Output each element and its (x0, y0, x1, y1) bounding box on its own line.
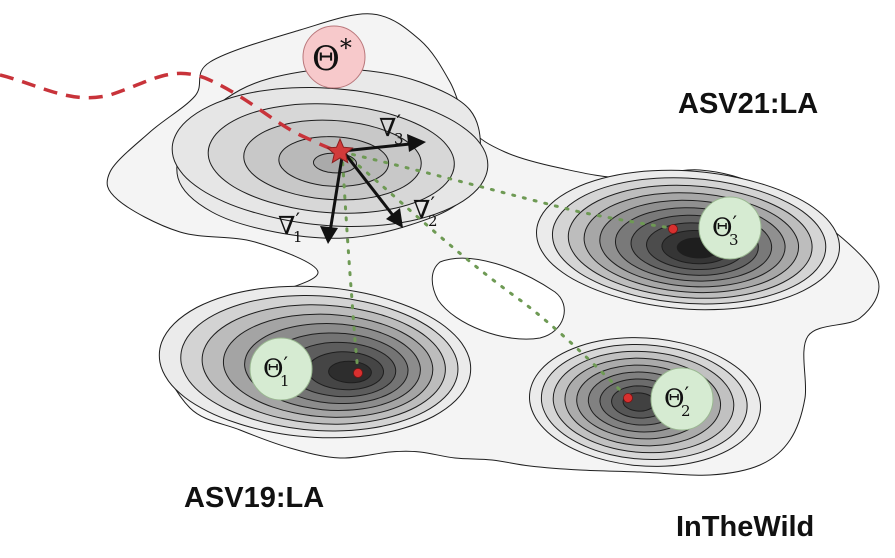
theta2-subscript: 2 (681, 402, 691, 420)
optimization-trajectory (0, 71, 341, 154)
gradient-arrows (328, 142, 411, 233)
grad2-prime: ′ (430, 192, 435, 216)
theta3-subscript: 3 (729, 231, 739, 249)
local-optimum-node-3: Θ′3 (698, 196, 762, 260)
minimum-dot-2 (623, 393, 633, 403)
gradient-arrow-1 (328, 150, 345, 233)
dotted-path-to-theta1 (340, 150, 360, 374)
gradient-arrowheads (320, 134, 426, 244)
arrowhead-2 (386, 208, 403, 228)
minimum-dot-1 (353, 368, 363, 378)
theta3-symbol: Θ (712, 213, 733, 242)
arrowhead-3 (407, 134, 426, 152)
dotted-paths (340, 150, 674, 400)
theta1-subscript: 1 (280, 372, 290, 390)
dataset-label-asv21: ASV21:LA (678, 88, 818, 120)
gradient-label-3: ∇′3 (379, 110, 404, 148)
grad1-prime: ′ (295, 208, 300, 232)
grad1-nabla: ∇ (278, 211, 295, 240)
grad1-subscript: 1 (293, 228, 303, 246)
local-optimum-node-2: Θ′2 (650, 367, 714, 431)
local-optimum-node-1: Θ′1 (249, 337, 313, 401)
grad2-nabla: ∇ (413, 195, 430, 224)
gradient-arrow-3 (342, 142, 411, 153)
theta2-symbol: Θ (664, 384, 685, 413)
svg-text:Θ′1: Θ′1 (263, 352, 290, 390)
arrowhead-1 (320, 226, 338, 244)
loss-contours (106, 13, 880, 476)
global-optimum-node: Θ* (302, 25, 366, 89)
white-plateau-region (431, 257, 565, 340)
optimum-star-superscript: * (340, 34, 352, 62)
theta1-prime: ′ (284, 352, 289, 376)
theta2-prime: ′ (685, 382, 690, 406)
grad2-subscript: 2 (428, 212, 438, 230)
grad3-nabla: ∇ (379, 113, 396, 142)
gradient-label-1: ∇′1 (278, 208, 303, 246)
current-point-star-icon (326, 137, 354, 164)
local-minima-dots (353, 224, 678, 403)
grad3-subscript: 3 (394, 130, 404, 148)
svg-text:Θ′2: Θ′2 (664, 382, 691, 420)
svg-text:Θ′3: Θ′3 (712, 211, 739, 249)
theta3-prime: ′ (733, 211, 738, 235)
svg-text:Θ*: Θ* (312, 34, 352, 79)
gradient-label-2: ∇′2 (413, 192, 438, 230)
minimum-dot-3 (668, 224, 678, 234)
asv19-basin-ring-9 (328, 360, 372, 384)
theta1-symbol: Θ (263, 354, 284, 383)
dataset-label-asv19: ASV19:LA (184, 482, 324, 514)
grad3-prime: ′ (396, 110, 401, 134)
dataset-label-inthewild: InTheWild (676, 511, 814, 543)
gradient-arrow-2 (341, 150, 397, 219)
optimum-theta-symbol: Θ (312, 39, 340, 79)
dotted-path-to-theta2 (340, 150, 630, 400)
dotted-path-to-theta3 (340, 150, 674, 230)
